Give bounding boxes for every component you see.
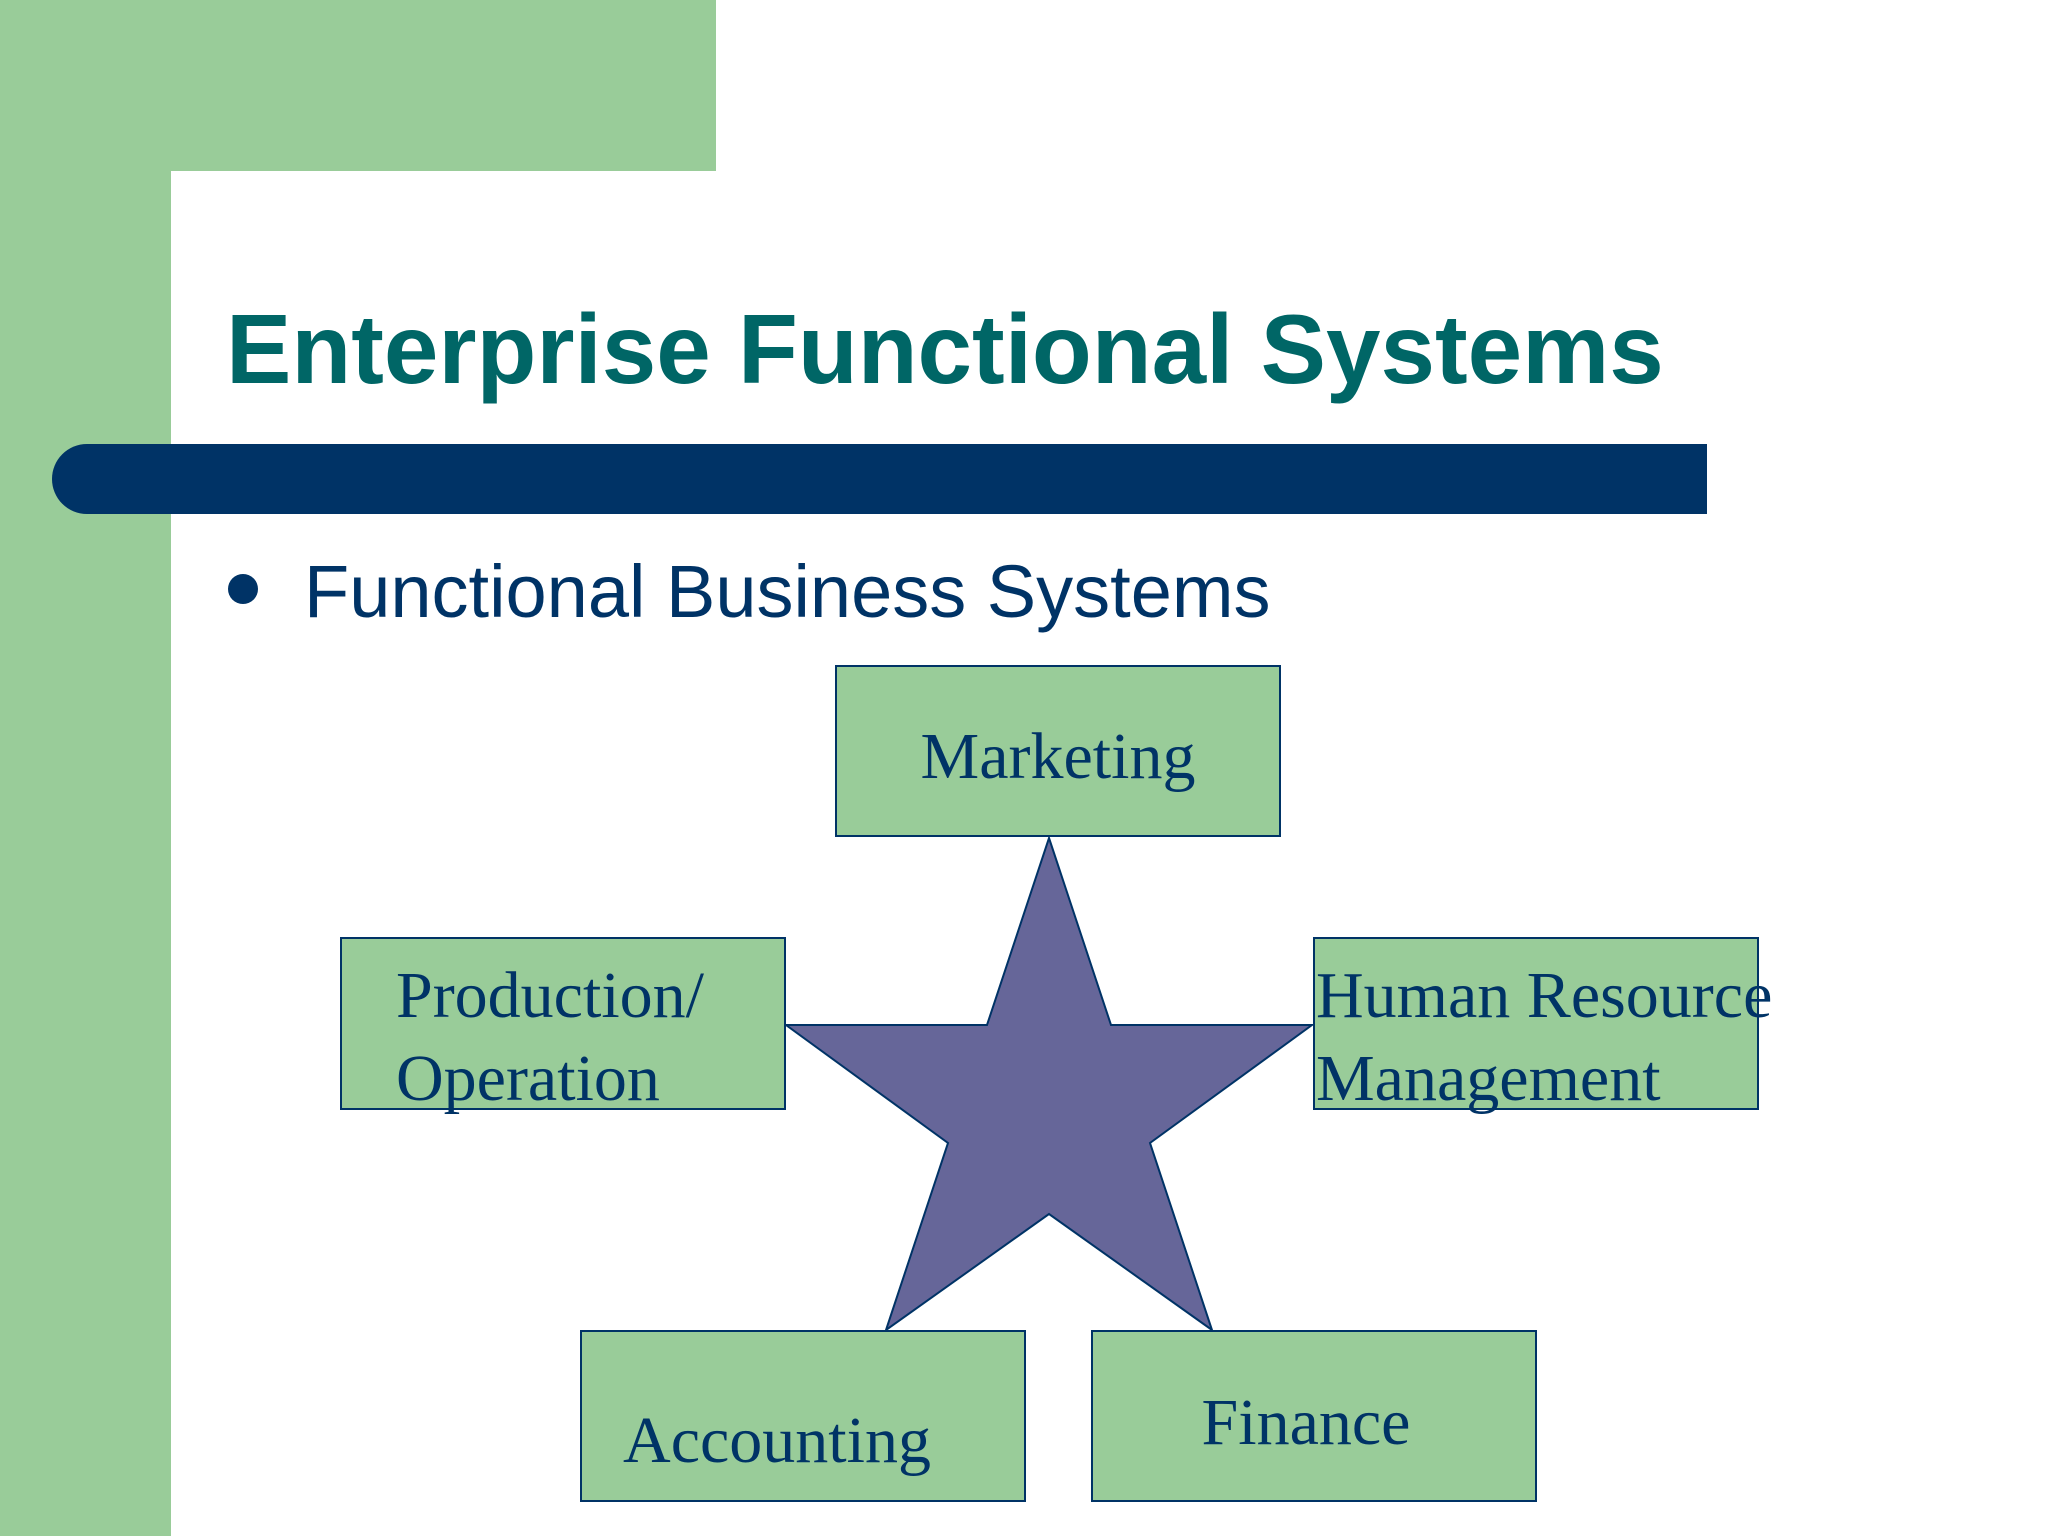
title-underline-bar [52, 444, 1707, 514]
node-human-resource-management: Human Resource Management [1313, 937, 1772, 1115]
content-panel [171, 171, 2048, 1536]
node-finance-label: Finance [1202, 1386, 1411, 1459]
bullet-dot-icon [228, 574, 258, 604]
bullet-item: Functional Business Systems [228, 552, 1271, 632]
bullet-text: Functional Business Systems [304, 550, 1271, 633]
node-production-label-line2: Operation [396, 1042, 660, 1115]
node-production-label-line1: Production/ [396, 959, 705, 1032]
node-finance: Finance [1091, 1330, 1537, 1502]
node-hrm-label-line1: Human Resource [1316, 959, 1772, 1032]
slide-title: Enterprise Functional Systems [226, 294, 1664, 404]
node-accounting-label: Accounting [623, 1404, 931, 1477]
central-star [782, 834, 1316, 1333]
node-hrm-label-line2: Management [1316, 1042, 1661, 1115]
node-marketing: Marketing [835, 665, 1281, 837]
decorative-left-band [0, 0, 171, 1536]
node-marketing-label: Marketing [921, 720, 1196, 793]
node-accounting: Accounting [580, 1330, 1026, 1502]
node-production-operation: Production/ Operation [340, 937, 786, 1115]
